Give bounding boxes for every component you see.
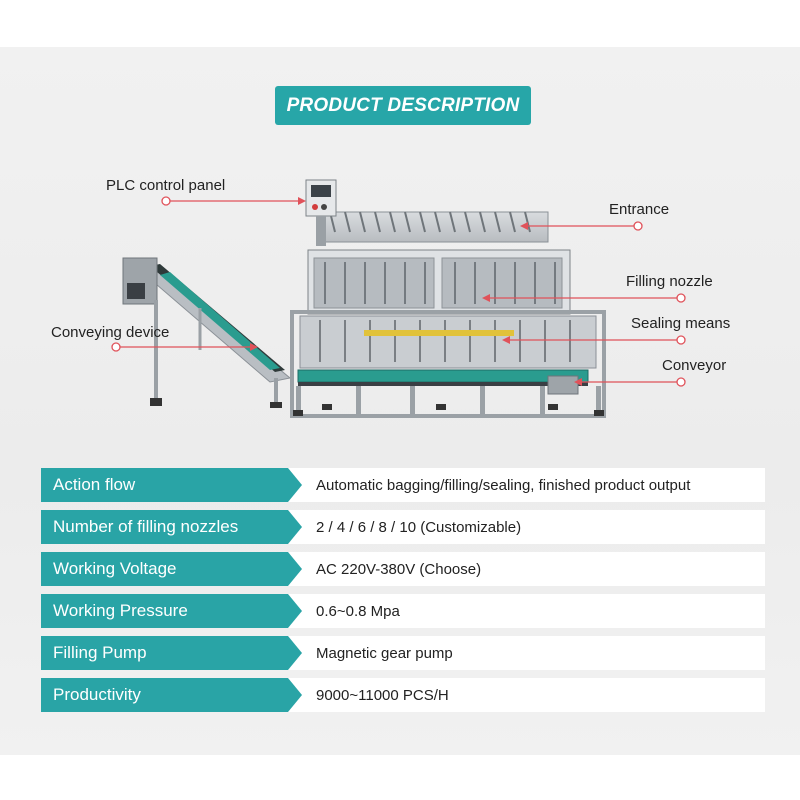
spec-key: Working Voltage — [41, 552, 288, 586]
spec-row-working-pressure: 0.6~0.8 Mpa Working Pressure — [41, 594, 765, 628]
spec-value: AC 220V-380V (Choose) — [288, 552, 765, 586]
spec-row-filling-pump: Magnetic gear pump Filling Pump — [41, 636, 765, 670]
spec-arrow — [288, 510, 302, 544]
spec-key: Productivity — [41, 678, 288, 712]
spec-value: 0.6~0.8 Mpa — [288, 594, 765, 628]
callout-sealing-means: Sealing means — [631, 315, 731, 332]
spec-value: Magnetic gear pump — [288, 636, 765, 670]
spec-row-filling-nozzles: 2 / 4 / 6 / 8 / 10 (Customizable) Number… — [41, 510, 765, 544]
callout-lines — [111, 196, 686, 387]
spec-arrow — [288, 678, 302, 712]
spec-value: Automatic bagging/filling/sealing, finis… — [288, 468, 765, 502]
spec-key: Number of filling nozzles — [41, 510, 288, 544]
callout-entrance: Entrance — [609, 201, 670, 218]
main-machine-graphic — [290, 179, 606, 418]
conveying-device-graphic — [122, 257, 292, 408]
spec-arrow — [288, 636, 302, 670]
spec-value: 9000~11000 PCS/H — [288, 678, 765, 712]
spec-row-productivity: 9000~11000 PCS/H Productivity — [41, 678, 765, 712]
spec-row-working-voltage: AC 220V-380V (Choose) Working Voltage — [41, 552, 765, 586]
spec-row-action-flow: Automatic bagging/filling/sealing, finis… — [41, 468, 765, 502]
page-title: PRODUCT DESCRIPTION — [275, 86, 531, 125]
spec-arrow — [288, 468, 302, 502]
callout-plc-control-panel: PLC control panel — [106, 177, 226, 194]
spec-key: Action flow — [41, 468, 288, 502]
machine-illustration — [111, 179, 686, 418]
spec-arrow — [288, 594, 302, 628]
spec-value: 2 / 4 / 6 / 8 / 10 (Customizable) — [288, 510, 765, 544]
spec-arrow — [288, 552, 302, 586]
callout-conveying-device: Conveying device — [51, 324, 170, 341]
callout-conveyor: Conveyor — [662, 357, 727, 374]
callout-filling-nozzle: Filling nozzle — [626, 273, 713, 290]
spec-key: Working Pressure — [41, 594, 288, 628]
spec-key: Filling Pump — [41, 636, 288, 670]
